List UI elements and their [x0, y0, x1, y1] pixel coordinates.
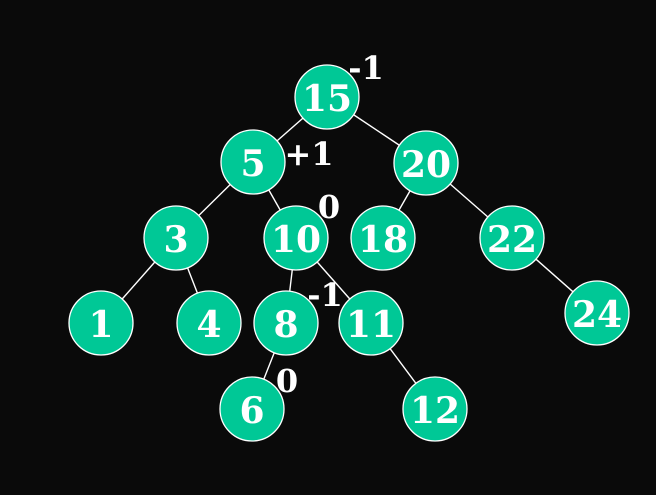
node-label: 6 [239, 390, 264, 432]
node-circle [294, 64, 360, 130]
edge-15-5 [276, 117, 304, 142]
node-label: 10 [271, 219, 321, 261]
balance-factors-layer: -1 +1 0 -1 0 [276, 49, 384, 400]
nodes-layer: 15 5 20 3 10 18 22 1 4 8 11 24 6 12 [68, 64, 630, 442]
tree-node-22: 22 [479, 205, 545, 271]
edge-20-22 [449, 183, 489, 218]
node-circle [143, 205, 209, 271]
node-circle [350, 205, 416, 271]
edge-10-11 [316, 261, 351, 300]
node-circle [68, 290, 134, 356]
tree-node-1: 1 [68, 290, 134, 356]
edge-3-1 [121, 261, 156, 300]
tree-node-5: 5 [220, 129, 286, 195]
tree-node-18: 18 [350, 205, 416, 271]
node-circle [176, 290, 242, 356]
edge-11-12 [389, 348, 417, 384]
edge-8-6 [263, 352, 275, 380]
node-circle [219, 376, 285, 442]
tree-node-6: 6 [219, 376, 285, 442]
edge-20-18 [398, 190, 411, 211]
edge-5-3 [198, 183, 231, 217]
node-label: 18 [358, 219, 408, 261]
tree-node-3: 3 [143, 205, 209, 271]
node-circle [338, 290, 404, 356]
tree-node-12: 12 [402, 376, 468, 442]
tree-node-15: 15 [294, 64, 360, 130]
edges-layer [121, 114, 574, 384]
edge-3-4 [186, 267, 199, 294]
tree-node-20: 20 [393, 130, 459, 196]
tree-node-10: 10 [263, 205, 329, 271]
node-label: 1 [88, 304, 113, 346]
node-circle [564, 280, 630, 346]
tree-node-24: 24 [564, 280, 630, 346]
node-label: 20 [401, 144, 451, 186]
tree-node-11: 11 [338, 290, 404, 356]
node-label: 11 [346, 304, 396, 346]
node-circle [393, 130, 459, 196]
balance-factor-10: 0 [318, 188, 340, 226]
node-label: 22 [487, 219, 537, 261]
node-label: 24 [572, 294, 622, 336]
node-label: 8 [273, 304, 298, 346]
balance-factor-5: +1 [284, 135, 333, 173]
edge-15-20 [353, 114, 400, 146]
tree-node-4: 4 [176, 290, 242, 356]
node-label: 5 [240, 143, 265, 185]
balance-factor-6: 0 [276, 362, 298, 400]
balance-factor-15: -1 [348, 49, 384, 87]
node-circle [253, 290, 319, 356]
edge-22-24 [535, 258, 574, 293]
edge-10-8 [289, 269, 293, 292]
node-circle [402, 376, 468, 442]
node-label: 12 [410, 390, 460, 432]
node-label: 15 [302, 78, 352, 120]
balance-factor-8: -1 [307, 276, 343, 314]
node-label: 4 [196, 304, 221, 346]
tree-node-8: 8 [253, 290, 319, 356]
node-circle [220, 129, 286, 195]
edge-5-10 [268, 189, 281, 211]
node-label: 3 [163, 219, 188, 261]
node-circle [263, 205, 329, 271]
node-circle [479, 205, 545, 271]
